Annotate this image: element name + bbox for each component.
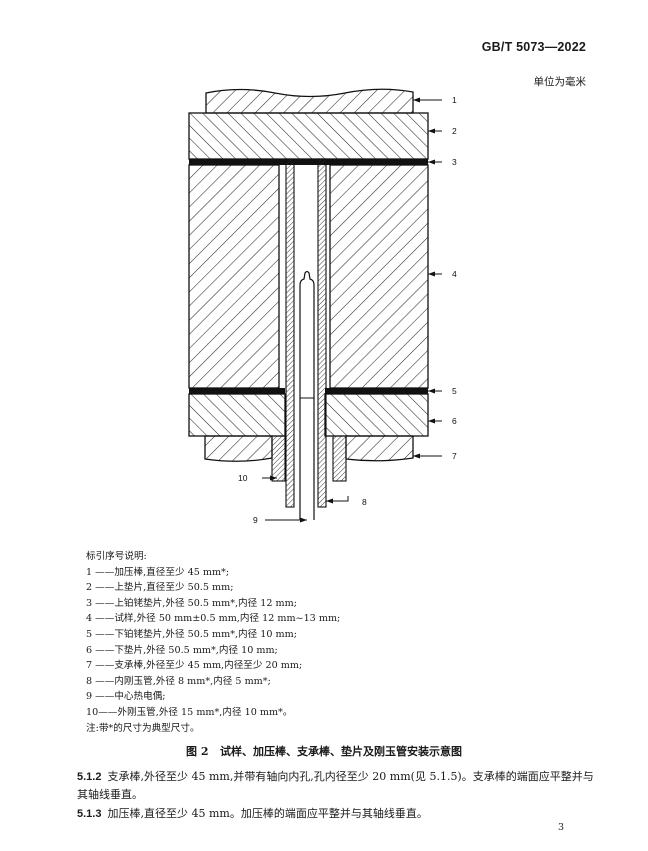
unit-note: 单位为毫米 (533, 76, 587, 88)
figure-caption: 图 2 试样、加压棒、支承棒、垫片及刚玉管安装示意图 (186, 745, 462, 758)
outer-alumina-tube-right-wall (332, 435, 347, 482)
lower-spacer-right (324, 393, 429, 437)
clause-5-1-3: 5.1.3 加压棒,直径至少 45 mm。加压棒的端面应平整并与其轴线垂直。 (77, 805, 602, 823)
legend-item: 4 ——试样,外径 50 mm±0.5 mm,内径 12 mm~13 mm; (86, 613, 341, 625)
callout-9: 9 (253, 515, 258, 525)
loading-rod (205, 88, 414, 114)
outer-alumina-tube-left-wall (271, 435, 286, 482)
callout-10: 10 (238, 473, 248, 483)
support-rod-left (204, 435, 273, 462)
clause-text: 加压棒,直径至少 45 mm。加压棒的端面应平整并与其轴线垂直。 (107, 807, 428, 820)
inner-alumina-tube-left-wall (285, 158, 295, 508)
legend-note: 注:带*的尺寸为典型尺寸。 (86, 722, 200, 734)
lower-spacer-left (188, 393, 286, 437)
legend-title: 标引序号说明: (86, 551, 147, 562)
legend-item: 1 ——加压棒,直径至少 45 mm*; (86, 566, 230, 578)
callout-4: 4 (452, 269, 457, 279)
central-thermocouple (299, 270, 315, 520)
upper-ptrh-spacer (189, 159, 428, 165)
legend-item: 3 ——上铂铑垫片,外径 50.5 mm*,内径 12 mm; (86, 597, 297, 609)
legend-item: 8 ——内刚玉管,外径 8 mm*,内径 5 mm*; (86, 675, 271, 687)
callout-7: 7 (452, 451, 457, 461)
lower-ptrh-spacer-left (189, 388, 285, 394)
legend-item: 2 ——上垫片,直径至少 50.5 mm; (86, 582, 234, 594)
assembly-figure: 1 2 3 4 5 6 7 8 9 10 (188, 88, 457, 525)
legend-item: 9 ——中心热电偶; (86, 691, 166, 703)
specimen-right (329, 164, 429, 389)
callout-3: 3 (452, 157, 457, 167)
specimen-left (188, 164, 280, 389)
lower-ptrh-spacer-right (325, 388, 428, 394)
clause-number: 5.1.2 (77, 771, 102, 783)
legend-item: 5 ——下铂铑垫片,外径 50.5 mm*,内径 10 mm; (86, 628, 297, 640)
legend-item: 6 ——下垫片,外径 50.5 mm*,内径 10 mm; (86, 644, 278, 656)
callout-2: 2 (452, 126, 457, 136)
clause-text: 支承棒,外径至少 45 mm,并带有轴向内孔,孔内径至少 20 mm(见 5.1… (77, 770, 594, 801)
callout-5: 5 (452, 386, 457, 396)
legend: 标引序号说明: 1 ——加压棒,直径至少 45 mm*; 2 ——上垫片,直径至… (86, 549, 340, 736)
upper-spacer (188, 112, 429, 160)
support-rod-right (345, 435, 414, 462)
clause-number: 5.1.3 (77, 808, 102, 820)
callout-6: 6 (452, 416, 457, 426)
callout-8: 8 (362, 497, 367, 507)
callout-1: 1 (452, 95, 457, 105)
page-number: 3 (557, 822, 564, 833)
legend-item: 7 ——支承棒,外径至少 45 mm,内径至少 20 mm; (86, 660, 303, 672)
legend-item: 10——外刚玉管,外径 15 mm*,内径 10 mm*。 (86, 706, 293, 718)
inner-alumina-tube-right-wall (317, 158, 327, 508)
standard-code: GB/T 5073—2022 (481, 40, 586, 54)
